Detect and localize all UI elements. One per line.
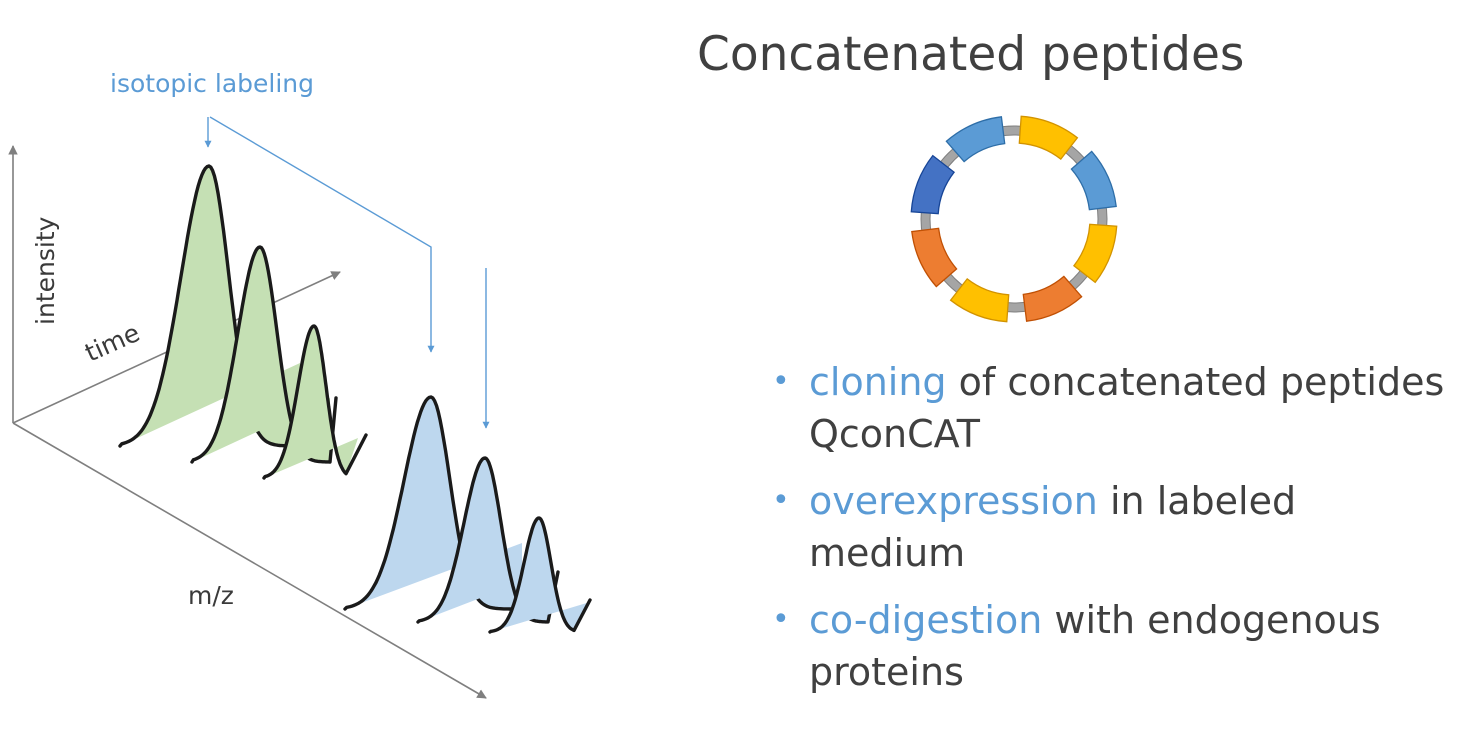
slide-title: Concatenated peptides bbox=[697, 27, 1245, 82]
bullet-dot: • bbox=[772, 602, 790, 637]
intensity-axis-label: intensity bbox=[31, 216, 60, 325]
peak bbox=[343, 395, 534, 611]
bullet-highlight: co-digestion bbox=[809, 598, 1043, 642]
label-arrow-heavy bbox=[209, 116, 435, 353]
ring-segment bbox=[911, 227, 958, 288]
bullet-dot: • bbox=[772, 364, 790, 399]
qconcat-ring bbox=[910, 115, 1118, 323]
peak-outline bbox=[488, 516, 592, 634]
ring-segment bbox=[910, 154, 956, 215]
peak-outline bbox=[262, 324, 368, 480]
bullet-highlight: overexpression bbox=[809, 479, 1098, 523]
peak bbox=[262, 324, 368, 480]
ring-segment bbox=[1070, 150, 1117, 211]
peak-fill bbox=[345, 397, 522, 609]
ring-linker-edge bbox=[929, 134, 1099, 304]
ring-segment bbox=[1072, 223, 1118, 284]
bullet-text: with endogenous proteins bbox=[809, 598, 1381, 694]
ring-segment bbox=[949, 277, 1010, 323]
peak-fill bbox=[120, 166, 300, 446]
mz-axis bbox=[12, 422, 487, 699]
bullet-text: of concatenated peptides QconCAT bbox=[809, 360, 1445, 456]
peak bbox=[488, 516, 592, 634]
ring-linker-edge bbox=[920, 125, 1108, 313]
mz-axis-label: m/z bbox=[188, 581, 234, 610]
ring-segment bbox=[1022, 275, 1083, 322]
light-peak-group bbox=[118, 164, 368, 480]
bullet-item-overexpression: • overexpression in labeled medium bbox=[772, 475, 1452, 579]
ring-segment bbox=[945, 116, 1006, 163]
bullet-text: in labeled medium bbox=[809, 479, 1297, 575]
isotopic-labeling-arrows bbox=[204, 116, 490, 429]
bullet-list: • cloning of concatenated peptides QconCA… bbox=[772, 356, 1452, 713]
peak-outline bbox=[118, 164, 310, 448]
ring-linker bbox=[921, 126, 1107, 312]
peak bbox=[118, 164, 310, 448]
time-axis-label: time bbox=[81, 318, 144, 367]
heavy-peak-group bbox=[343, 395, 592, 634]
bullet-item-cloning: • cloning of concatenated peptides QconCA… bbox=[772, 356, 1452, 460]
bullet-item-co-digestion: • co-digestion with endogenous proteins bbox=[772, 594, 1452, 698]
ring-segment bbox=[1018, 115, 1079, 161]
isotopic-labeling-label: isotopic labeling bbox=[110, 69, 314, 98]
bullet-dot: • bbox=[772, 483, 790, 518]
peak-fill bbox=[192, 247, 330, 462]
peak-outline bbox=[343, 395, 534, 611]
bullet-highlight: cloning bbox=[809, 360, 947, 404]
